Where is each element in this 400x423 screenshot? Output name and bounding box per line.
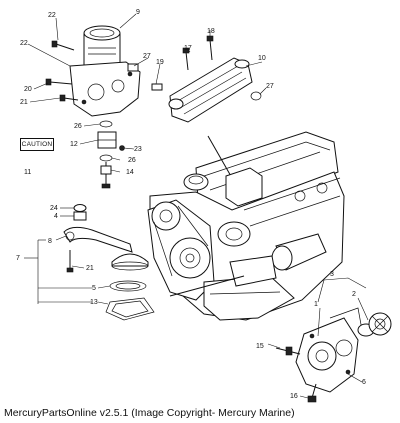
callout-25: 24: [50, 205, 58, 212]
callout-7: 7: [16, 255, 20, 262]
callout-26-top: 26: [74, 123, 82, 130]
leader-lines: [24, 13, 369, 399]
callout-labels: 9 22 22 20 21 27 19 17 18 10 27 26 12 23…: [16, 9, 366, 400]
callout-1: 1: [314, 301, 318, 308]
callout-13: 13: [90, 299, 98, 306]
callout-10: 10: [258, 55, 266, 62]
oil-cooler: [151, 35, 262, 123]
callout-23: 22: [48, 12, 56, 19]
footer-copyright: MercuryPartsOnline v2.5.1 (Image Copyrig…: [4, 407, 295, 419]
callout-26-bottom: 26: [128, 157, 136, 164]
callout-4: 4: [54, 213, 58, 220]
callout-2: 2: [352, 291, 356, 298]
oil-filter-assembly: [45, 25, 141, 117]
callout-14: 14: [126, 169, 134, 176]
callout-11: 11: [24, 169, 31, 176]
callout-18: 18: [207, 28, 215, 35]
callout-8: 8: [48, 238, 52, 245]
callout-3: 3: [330, 271, 334, 278]
callout-15: 15: [256, 343, 264, 350]
callout-21: 21: [86, 265, 94, 272]
callout-6: 6: [362, 379, 366, 386]
callout-22-top: 22: [20, 40, 28, 47]
oil-pickup-group: [63, 204, 155, 321]
callout-20: 20: [24, 86, 32, 93]
callout-16: 16: [290, 393, 298, 400]
parts-diagram: 9 22 22 20 21 27 19 17 18 10 27 26 12 23…: [16, 9, 392, 403]
callout-19: 19: [156, 59, 164, 66]
callout-22-bottom: 21: [20, 99, 28, 106]
callout-27-right: 27: [266, 83, 274, 90]
callout-12: 12: [70, 141, 78, 148]
caution-label: CAUTION: [20, 138, 54, 151]
adapter-stack: [97, 120, 125, 189]
callout-17: 17: [184, 45, 192, 52]
callout-5: 5: [92, 285, 96, 292]
callout-24: 23: [134, 146, 142, 153]
callout-9: 9: [136, 9, 140, 16]
water-pump-assembly: [275, 307, 392, 403]
engine-block: [147, 131, 345, 321]
callout-27-left: 27: [143, 53, 151, 60]
